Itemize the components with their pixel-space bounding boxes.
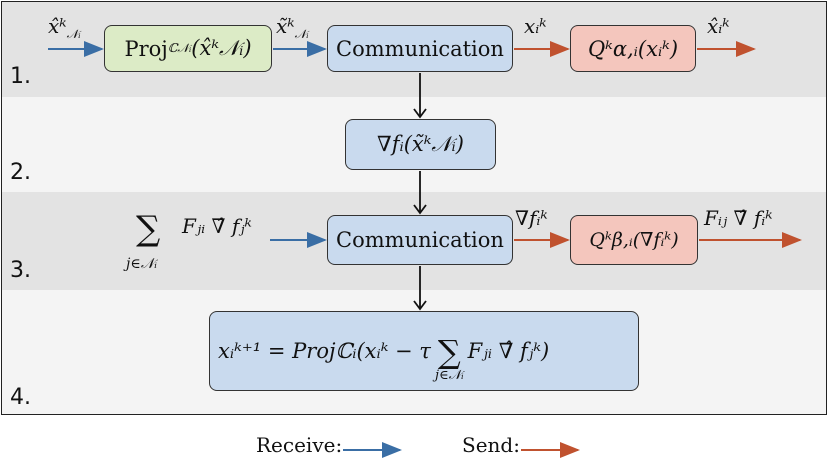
legend-receive-label: Receive: [256, 433, 343, 457]
algorithm-frame: 1. 2. 3. 4. [1, 1, 827, 415]
row3-sum-index: j∈𝒩ᵢ [126, 256, 157, 272]
update-sum-index: j∈𝒩ᵢ [434, 367, 464, 383]
stage-1-label: 1. [10, 64, 31, 89]
communication-box-2: Communication [327, 215, 513, 265]
communication-box-1: Communication [327, 25, 513, 72]
update-lhs: xᵢᵏ⁺¹ = Projℂᵢ(xᵢᵏ − τ [218, 339, 431, 363]
row1-comm-output-label: xᵢᵏ [524, 14, 547, 38]
row3-sum-term: Fⱼᵢ ∇̂ fⱼᵏ [182, 214, 252, 238]
sum-symbol: ∑ [136, 209, 161, 249]
legend-send-label: Send: [462, 433, 520, 457]
stage-3-label: 3. [10, 258, 31, 283]
stage-4-label: 4. [10, 385, 31, 410]
row3-quant-output-label: Fᵢⱼ ∇̂ fᵢᵏ [704, 206, 773, 230]
quantizer-beta-box: Qᵏβ,ᵢ(∇fᵢᵏ) [570, 215, 698, 265]
update-term: Fⱼᵢ ∇̂ fⱼᵏ) [467, 339, 550, 363]
row1-proj-output-label: x̃ᵏ𝒩ᵢ [276, 14, 309, 41]
row1-quant-output-label: x̂ᵢᵏ [707, 14, 730, 38]
row3-comm-output-label: ∇fᵢᵏ [515, 206, 548, 230]
quantizer-alpha-box: Qᵏα,ᵢ(xᵢᵏ) [570, 25, 696, 72]
update-box: xᵢᵏ⁺¹ = Projℂᵢ(xᵢᵏ − τ ∑ j∈𝒩ᵢ Fⱼᵢ ∇̂ fⱼᵏ… [209, 311, 639, 391]
row1-input-label: x̂ᵏ𝒩ᵢ [48, 14, 81, 41]
gradient-box: ∇fᵢ(x̃ᵏ𝒩ᵢ) [345, 119, 496, 170]
stage-2-label: 2. [10, 160, 31, 185]
update-sum-symbol: ∑ [437, 332, 461, 371]
